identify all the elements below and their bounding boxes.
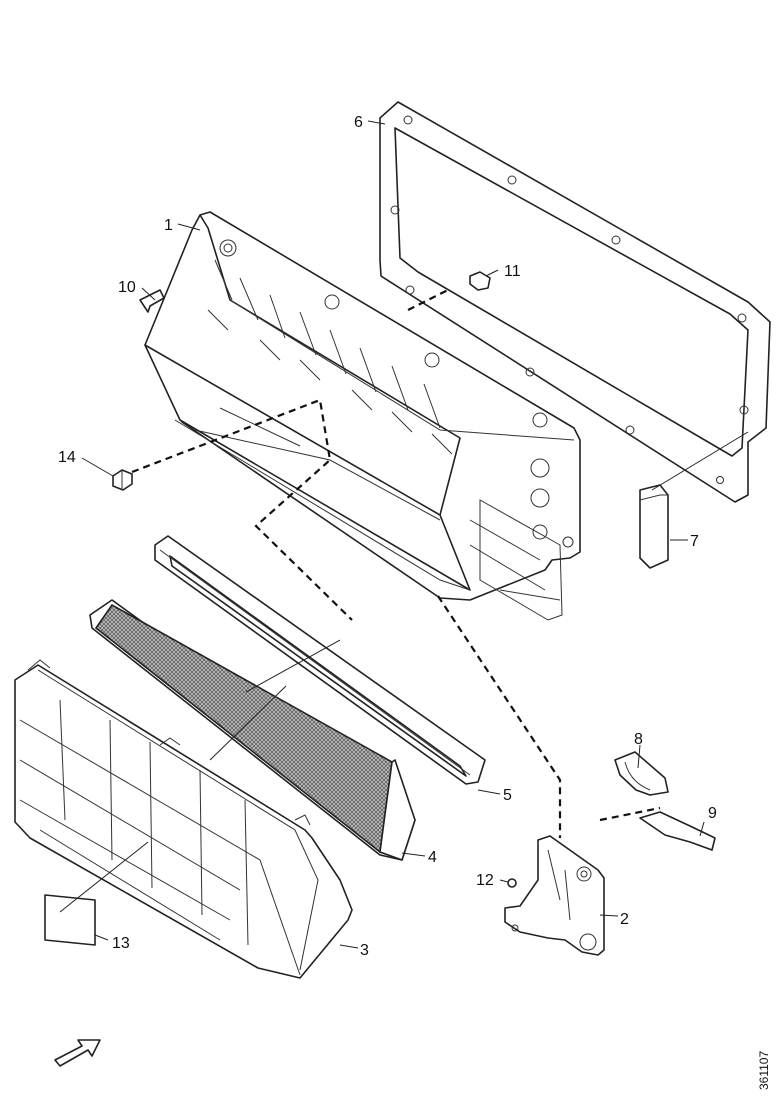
direction-arrow-icon	[54, 1039, 101, 1067]
callout-13: 13	[112, 935, 130, 952]
filter-cover	[14, 659, 353, 979]
callout-7: 7	[690, 533, 699, 550]
label-plate	[44, 894, 96, 946]
callout-3: 3	[360, 942, 369, 959]
callout-10: 10	[118, 279, 136, 296]
callout-5: 5	[503, 787, 512, 804]
bracket	[504, 835, 605, 956]
callout-1: 1	[164, 217, 173, 234]
clip-8	[614, 751, 669, 796]
callout-9: 9	[708, 805, 717, 822]
callout-14: 14	[58, 449, 76, 466]
screw-14	[112, 469, 133, 491]
callout-6: 6	[354, 114, 363, 131]
callout-12: 12	[476, 872, 494, 889]
gasket-frame	[379, 101, 771, 503]
filter-element	[89, 599, 416, 861]
document-number: 361107	[757, 1051, 771, 1090]
clip-10	[139, 289, 165, 313]
leader-lines	[59, 120, 749, 949]
filter-seal-frame	[154, 535, 486, 785]
callout-11: 11	[504, 263, 521, 280]
seal-strip	[639, 484, 669, 569]
clip-11	[469, 271, 491, 291]
nut-12	[507, 878, 517, 888]
callout-2: 2	[620, 911, 629, 928]
callout-labels: 1 2 3 4 5 6 7 8 9 10 11 12 13 14	[58, 114, 717, 959]
clip-9	[639, 811, 716, 851]
filter-housing	[144, 211, 581, 621]
housing-ribs	[207, 259, 453, 455]
callout-4: 4	[428, 849, 437, 866]
callout-8: 8	[634, 731, 643, 748]
alignment-lines	[131, 289, 661, 838]
